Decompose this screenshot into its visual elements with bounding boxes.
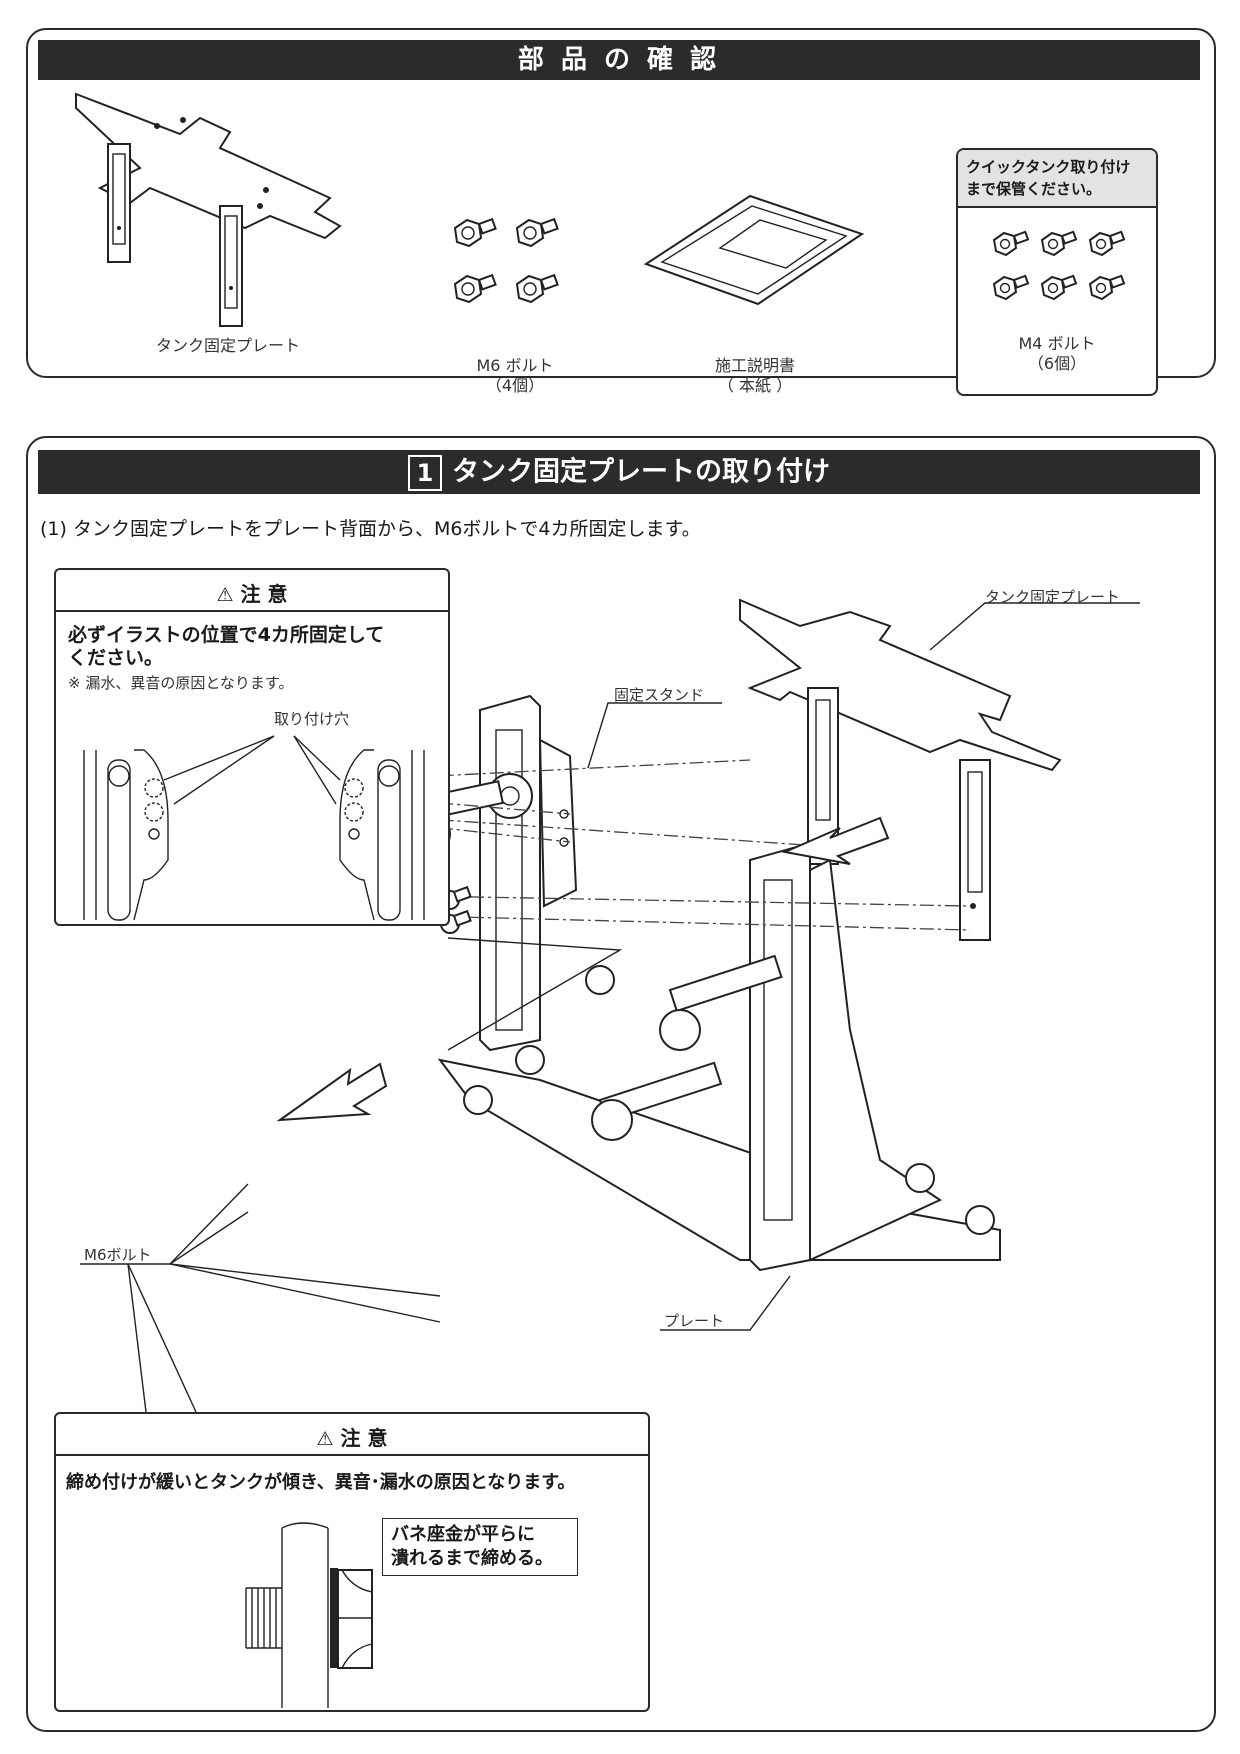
manual-name: 施工説明書 [714,356,795,375]
m4-qty: （6個） [1027,354,1087,373]
bolts-callout: M6ボルト [84,1246,152,1264]
caution1-title: 注 意 [240,582,288,606]
step1-instruction: (1) タンク固定プレートをプレート背面から、M6ボルトで4カ所固定します。 [40,518,701,540]
step-title: タンク固定プレートの取り付け [452,456,830,488]
m4-label: M4 ボルト （6個） [958,334,1156,374]
caution1-text: 必ずイラストの位置で4カ所固定して ください。 [68,624,384,670]
storage-note-line1: クイックタンク取り付け [966,158,1131,176]
manual-illustration [643,194,865,306]
storage-note: クイックタンク取り付け まで保管ください。 [958,150,1156,208]
spring-washer-detail [245,1522,373,1708]
caution1-line1: 必ずイラストの位置で4カ所固定して [68,624,385,646]
m4-bolts-illustration [992,230,1126,301]
mounting-holes-detail [83,735,425,921]
plate-callout: タンク固定プレート [985,588,1121,606]
washer-line1: バネ座金が平らに [391,1524,535,1545]
caution2-text: 締め付けが緩いとタンクが傾き、異音･漏水の原因となります。 [66,1472,576,1493]
base-plate-callout: プレート [664,1312,725,1330]
m6-bolts-illustration [453,217,559,304]
caution1-line2: ください。 [68,647,164,669]
washer-line2: 潰れるまで締める。 [391,1548,553,1569]
caution1-note: ※ 漏水、異音の原因となります。 [68,674,294,692]
manual-note: （ 本紙 ） [717,376,793,395]
warning-icon: ⚠ [316,1428,334,1450]
caution2-header: ⚠ 注 意 [56,1414,648,1456]
m4-storage-box: クイックタンク取り付け まで保管ください。 M4 ボルト （6個） [956,148,1158,396]
holes-label: 取り付け穴 [274,710,350,728]
m6-label: M6 ボルト （4個） [440,356,590,396]
caution1-header: ⚠ 注 意 [56,570,448,612]
m4-name: M4 ボルト [1018,334,1096,353]
stand-callout: 固定スタンド [614,686,705,704]
caution-box-2: ⚠ 注 意 締め付けが緩いとタンクが傾き、異音･漏水の原因となります。 バネ座金… [54,1412,650,1712]
washer-callout: バネ座金が平らに 潰れるまで締める。 [382,1518,578,1576]
caution-box-1: ⚠ 注 意 必ずイラストの位置で4カ所固定して ください。 ※ 漏水、異音の原因… [54,568,450,926]
step1-title-bar: 1 タンク固定プレートの取り付け [38,450,1200,494]
step-number: 1 [408,454,442,491]
bolt-icon [453,217,497,248]
storage-note-line2: まで保管ください。 [966,180,1102,198]
tank-plate-illustration [75,92,342,327]
caution2-title: 注 意 [340,1426,388,1450]
warning-icon: ⚠ [216,584,234,606]
m6-name: M6 ボルト [476,356,554,375]
plate-label: タンク固定プレート [155,336,300,355]
parts-check-title: 部 品 の 確 認 [38,40,1200,80]
m6-qty: （4個） [485,376,545,395]
manual-label: 施工説明書 （ 本紙 ） [680,356,830,396]
